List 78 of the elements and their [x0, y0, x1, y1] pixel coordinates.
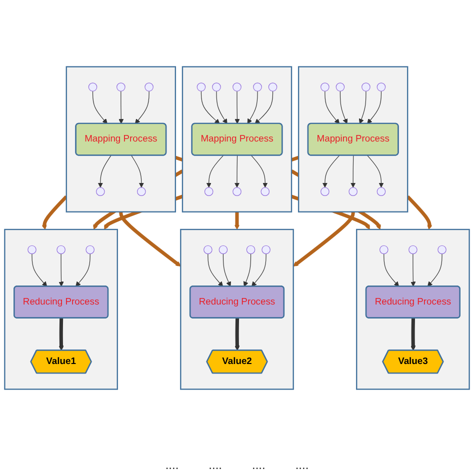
node-circle	[320, 82, 330, 92]
arrow	[406, 195, 432, 230]
arrow	[427, 254, 442, 287]
arrow	[58, 254, 64, 287]
arrow	[98, 155, 112, 188]
node-circle	[86, 245, 94, 254]
node-circle	[204, 245, 212, 254]
node-circle	[380, 245, 388, 254]
arrow	[234, 90, 240, 124]
arrow	[118, 90, 124, 124]
node-circle	[196, 82, 206, 92]
node-circle	[262, 245, 270, 254]
arrow	[410, 254, 416, 287]
arrow	[293, 212, 355, 267]
arrow	[76, 254, 90, 287]
arrow	[254, 90, 274, 124]
node-circle	[336, 82, 345, 92]
arrow	[234, 155, 240, 188]
node-circle	[260, 187, 270, 196]
arrow	[243, 254, 252, 287]
arrow	[42, 195, 68, 230]
arrow	[119, 212, 181, 267]
node-circle	[362, 82, 370, 92]
arrow	[324, 90, 340, 124]
arrow	[367, 155, 384, 188]
arrow	[92, 90, 108, 124]
node-circle	[232, 187, 242, 196]
node-circle	[376, 82, 386, 92]
arrow	[200, 90, 220, 124]
arrow	[251, 254, 266, 287]
arrow	[134, 90, 150, 124]
node-circle	[320, 187, 330, 196]
node-circle	[408, 245, 418, 254]
node-circle	[438, 245, 446, 254]
node-circle	[28, 245, 36, 254]
node-circle	[56, 245, 66, 254]
arrow	[234, 318, 240, 351]
arrow	[250, 155, 268, 188]
node-circle	[348, 187, 358, 196]
cluster	[182, 66, 292, 212]
cluster	[180, 228, 294, 390]
cluster	[298, 66, 408, 212]
arrow	[322, 155, 340, 188]
ellipsis-text: ....	[252, 458, 266, 472]
node-circle	[232, 82, 242, 92]
node-circle	[376, 187, 386, 196]
node-circle	[144, 82, 154, 92]
arrow	[32, 254, 48, 287]
arrow	[208, 254, 224, 287]
ellipsis-text: ....	[165, 458, 179, 472]
arrow	[367, 90, 382, 124]
arrow	[358, 90, 366, 124]
arrow	[350, 155, 356, 188]
cluster	[66, 66, 176, 212]
node-circle	[96, 187, 105, 196]
ellipsis-text: ....	[208, 458, 222, 472]
node-circle	[88, 82, 98, 92]
arrow	[234, 212, 240, 230]
arrow	[216, 90, 228, 124]
arrow	[410, 318, 416, 351]
node-circle	[218, 245, 228, 254]
cluster	[356, 228, 470, 390]
arrow	[58, 318, 64, 351]
arrow	[206, 155, 224, 188]
node-circle	[246, 245, 256, 254]
arrow	[340, 90, 348, 124]
node-circle	[253, 82, 262, 92]
node-circle	[116, 82, 126, 92]
node-circle	[137, 187, 146, 196]
cluster	[4, 228, 118, 390]
arrow	[247, 90, 258, 124]
arrow	[222, 254, 231, 287]
arrow	[384, 254, 400, 287]
arrow	[131, 155, 144, 188]
node-circle	[212, 82, 221, 92]
node-circle	[204, 187, 214, 196]
node-circle	[268, 82, 278, 92]
ellipsis-text: ....	[295, 458, 309, 472]
